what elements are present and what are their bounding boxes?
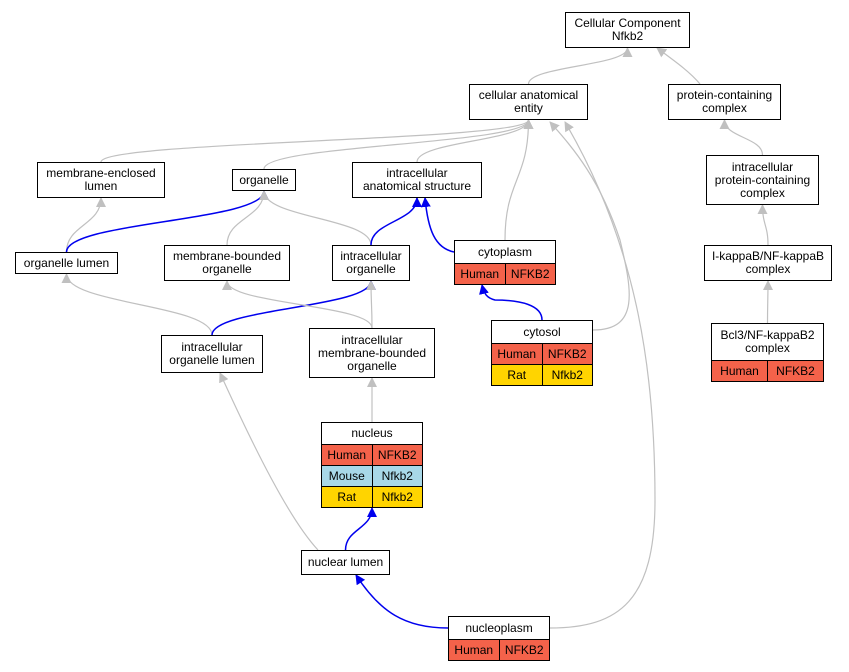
node-intracellular-organelle[interactable]: intracellular organelle bbox=[332, 245, 410, 281]
gene-cell: NFKB2 bbox=[767, 361, 823, 381]
node-label: cellular anatomical entity bbox=[478, 88, 579, 115]
edge-part-of bbox=[344, 507, 377, 551]
species-cell: Rat bbox=[507, 368, 527, 382]
node-label: nuclear lumen bbox=[307, 555, 384, 569]
edge-is-a bbox=[263, 119, 534, 170]
node-label: intracellular protein-containing complex bbox=[714, 159, 811, 200]
node-nuclear-lumen[interactable]: nuclear lumen bbox=[301, 550, 390, 575]
species-cell: Mouse bbox=[328, 469, 365, 483]
annotation-row-human: Human NFKB2 bbox=[712, 360, 823, 381]
edge-is-a bbox=[549, 121, 630, 331]
species-cell: Human bbox=[460, 267, 500, 281]
annotation-row-rat: Rat Nfkb2 bbox=[492, 364, 592, 385]
node-label: membrane-enclosed lumen bbox=[46, 166, 156, 193]
node-label: organelle bbox=[239, 172, 289, 187]
node-organelle-lumen[interactable]: organelle lumen bbox=[15, 252, 118, 274]
node-label: Bcl3/NF-kappaB2 complex bbox=[720, 328, 815, 355]
node-label: intracellular organelle lumen bbox=[169, 340, 255, 367]
node-cellular-anatomical-entity[interactable]: cellular anatomical entity bbox=[469, 84, 588, 120]
gene-cell: NFKB2 bbox=[498, 640, 550, 660]
node-label: nucleus bbox=[351, 426, 393, 440]
edge-is-a bbox=[65, 197, 106, 253]
node-ikappab-nfkappab-complex[interactable]: I-kappaB/NF-kappaB complex bbox=[704, 245, 832, 281]
edge-is-a bbox=[762, 280, 773, 324]
edge-part-of bbox=[355, 574, 449, 629]
edge-is-a bbox=[259, 190, 372, 246]
node-label: intracellular membrane-bounded organelle bbox=[317, 332, 427, 373]
node-label: organelle lumen bbox=[23, 255, 110, 270]
edge-is-a bbox=[549, 121, 656, 629]
edge-part-of bbox=[479, 284, 543, 321]
annotation-row-human: Human NFKB2 bbox=[455, 263, 555, 284]
edge-is-a bbox=[527, 47, 633, 85]
node-membrane-enclosed-lumen[interactable]: membrane-enclosed lumen bbox=[37, 162, 165, 198]
edge-part-of bbox=[370, 197, 422, 246]
gene-cell: NFKB2 bbox=[541, 344, 593, 364]
annotation-row-human: Human NFKB2 bbox=[492, 343, 592, 364]
node-label: nucleoplasm bbox=[465, 620, 533, 635]
edge-is-a bbox=[757, 204, 769, 246]
gene-cell: Nfkb2 bbox=[541, 365, 593, 385]
gene-cell: Nfkb2 bbox=[371, 466, 423, 486]
gene-cell: Nfkb2 bbox=[371, 487, 423, 507]
edge-is-a bbox=[719, 119, 764, 156]
node-label: intracellular anatomical structure bbox=[362, 166, 472, 193]
node-membrane-bounded-organelle[interactable]: membrane-bounded organelle bbox=[164, 245, 290, 281]
species-cell: Human bbox=[327, 448, 367, 462]
node-label: protein-containing complex bbox=[676, 88, 773, 115]
annotation-row-mouse: Mouse Nfkb2 bbox=[322, 465, 422, 486]
node-label: Cellular Component Nfkb2 bbox=[574, 16, 681, 43]
edge-part-of bbox=[65, 190, 269, 253]
node-label: membrane-bounded organelle bbox=[172, 249, 282, 276]
node-organelle[interactable]: organelle bbox=[232, 169, 296, 191]
species-cell: Human bbox=[454, 643, 494, 657]
annotation-row-human: Human NFKB2 bbox=[449, 639, 549, 660]
node-protein-containing-complex[interactable]: protein-containing complex bbox=[668, 84, 781, 120]
edge-is-a bbox=[656, 47, 701, 85]
gene-cell: NFKB2 bbox=[371, 445, 423, 465]
node-label: intracellular organelle bbox=[340, 249, 402, 276]
edge-is-a bbox=[222, 280, 373, 329]
gene-cell: NFKB2 bbox=[504, 264, 556, 284]
annotation-row-human: Human NFKB2 bbox=[322, 444, 422, 465]
node-label: I-kappaB/NF-kappaB complex bbox=[711, 249, 825, 276]
edge-is-a bbox=[100, 119, 534, 163]
node-intracellular-anatomical-structure[interactable]: intracellular anatomical structure bbox=[352, 162, 482, 198]
node-intracellular-membrane-bounded-organelle[interactable]: intracellular membrane-bounded organelle bbox=[309, 328, 435, 378]
species-cell: Rat bbox=[337, 490, 357, 504]
edge-is-a bbox=[504, 119, 534, 241]
edge-part-of bbox=[211, 280, 376, 336]
edge-is-a bbox=[219, 372, 319, 551]
edge-is-a bbox=[366, 280, 377, 329]
node-intracellular-organelle-lumen[interactable]: intracellular organelle lumen bbox=[161, 335, 263, 373]
node-label: cytosol bbox=[523, 324, 561, 339]
node-intracellular-protein-containing-complex[interactable]: intracellular protein-containing complex bbox=[706, 155, 819, 205]
species-cell: Human bbox=[720, 364, 759, 378]
node-label: cytoplasm bbox=[477, 244, 533, 259]
edge-part-of bbox=[420, 197, 455, 253]
node-cellular-component[interactable]: Cellular Component Nfkb2 bbox=[565, 12, 690, 48]
species-cell: Human bbox=[497, 347, 537, 361]
edge-is-a bbox=[61, 273, 213, 336]
annotation-row-rat: Rat Nfkb2 bbox=[322, 486, 422, 507]
